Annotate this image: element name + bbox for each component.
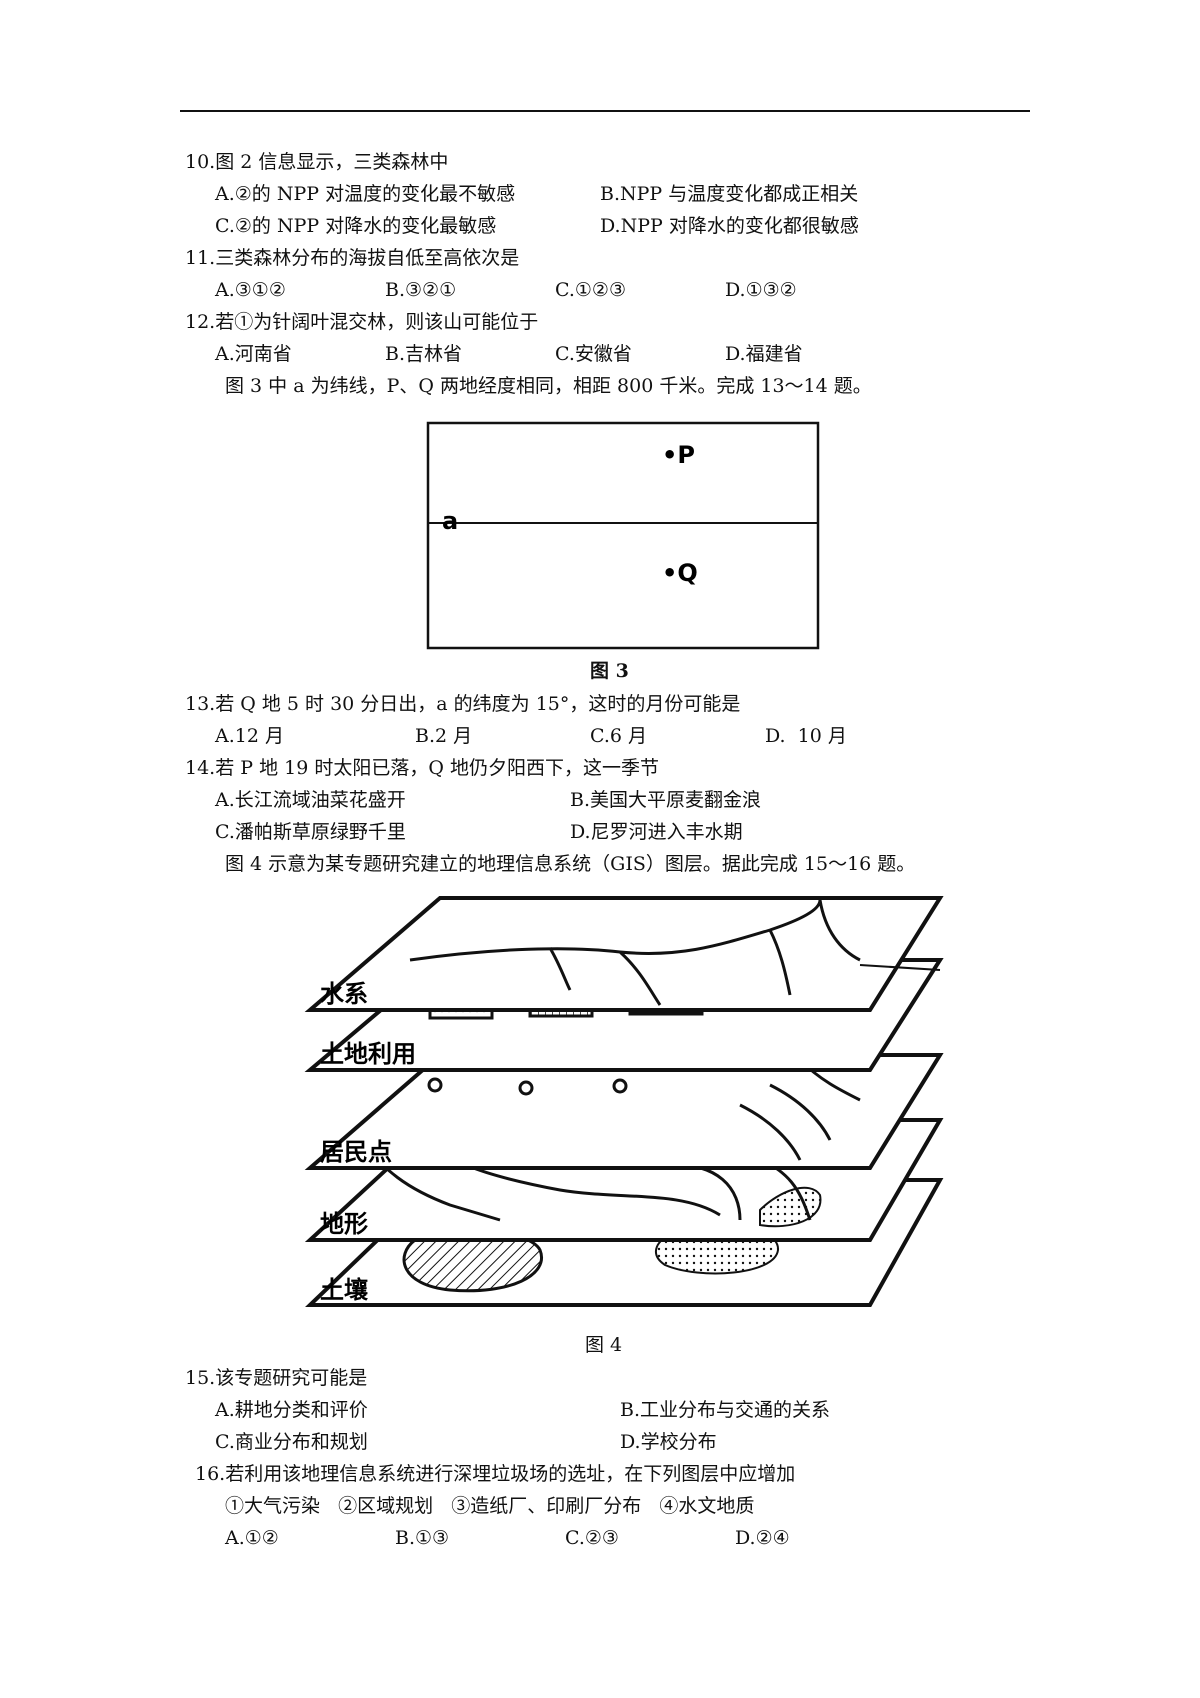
q10-option-b: B.NPP 与温度变化都成正相关 — [600, 183, 859, 205]
q10-option-c: C.②的 NPP 对降水的变化最敏感 — [215, 215, 497, 237]
layer-label-soil: 土壤 — [320, 1276, 369, 1304]
q15-option-a: A.耕地分类和评价 — [215, 1399, 368, 1421]
q11-option-d: D.①③② — [725, 279, 797, 301]
q14-option-a: A.长江流域油菜花盛开 — [215, 789, 406, 811]
q11-option-a: A.③①② — [215, 279, 286, 301]
q14-option-b: B.美国大平原麦翻金浪 — [570, 789, 762, 811]
q15-option-c: C.商业分布和规划 — [215, 1431, 368, 1453]
q12-option-d: D.福建省 — [725, 343, 803, 365]
layer-label-landuse: 土地利用 — [320, 1040, 416, 1068]
latitude-label-a: a — [442, 507, 458, 535]
figure3-diagram: a •P •Q — [426, 421, 820, 650]
q13-option-b: B.2 月 — [415, 725, 473, 747]
q13-option-c: C.6 月 — [590, 725, 648, 747]
q16-items: ①大气污染 ②区域规划 ③造纸厂、印刷厂分布 ④水文地质 — [225, 1495, 755, 1517]
q12-stem: 12.若①为针阔叶混交林，则该山可能位于 — [185, 311, 539, 333]
q15-stem: 15.该专题研究可能是 — [185, 1367, 368, 1389]
q16-stem: 16.若利用该地理信息系统进行深埋垃圾场的选址，在下列图层中应增加 — [195, 1463, 796, 1485]
q15-option-d: D.学校分布 — [620, 1431, 717, 1453]
q16-option-d: D.②④ — [735, 1527, 790, 1549]
q10-option-d: D.NPP 对降水的变化都很敏感 — [600, 215, 859, 237]
q13-option-a: A.12 月 — [215, 725, 284, 747]
layer-label-settlement: 居民点 — [320, 1138, 392, 1166]
q14-stem: 14.若 P 地 19 时太阳已落，Q 地仍夕阳西下，这一季节 — [185, 757, 659, 779]
layer-label-terrain: 地形 — [320, 1210, 368, 1238]
point-q-label: •Q — [662, 559, 698, 587]
q13-option-d: D. 10 月 — [765, 725, 847, 747]
figure3-caption: 图 3 — [590, 660, 629, 682]
q12-option-c: C.安徽省 — [555, 343, 632, 365]
q10-stem: 10.图 2 信息显示，三类森林中 — [185, 151, 449, 173]
header-rule — [180, 110, 1030, 112]
q11-stem: 11.三类森林分布的海拔自低至高依次是 — [185, 247, 520, 269]
q11-option-b: B.③②① — [385, 279, 457, 301]
point-p-label: •P — [662, 441, 695, 469]
figure4-caption: 图 4 — [585, 1334, 623, 1356]
figure4-diagram: 水系 土地利用 居民点 地形 土壤 — [304, 896, 944, 1307]
figure4-intro: 图 4 示意为某专题研究建立的地理信息系统（GIS）图层。据此完成 15～16 … — [225, 853, 916, 875]
layer-label-water: 水系 — [320, 980, 368, 1008]
q10-option-a: A.②的 NPP 对温度的变化最不敏感 — [215, 183, 516, 205]
q16-option-a: A.①② — [225, 1527, 279, 1549]
q14-option-d: D.尼罗河进入丰水期 — [570, 821, 743, 843]
q12-option-b: B.吉林省 — [385, 343, 463, 365]
q11-option-c: C.①②③ — [555, 279, 626, 301]
q16-option-b: B.①③ — [395, 1527, 450, 1549]
q15-option-b: B.工业分布与交通的关系 — [620, 1399, 831, 1421]
figure3-intro: 图 3 中 a 为纬线，P、Q 两地经度相同，相距 800 千米。完成 13～1… — [225, 375, 872, 397]
q12-option-a: A.河南省 — [215, 343, 292, 365]
q16-option-c: C.②③ — [565, 1527, 619, 1549]
q13-stem: 13.若 Q 地 5 时 30 分日出，a 的纬度为 15°，这时的月份可能是 — [185, 693, 741, 715]
q14-option-c: C.潘帕斯草原绿野千里 — [215, 821, 406, 843]
